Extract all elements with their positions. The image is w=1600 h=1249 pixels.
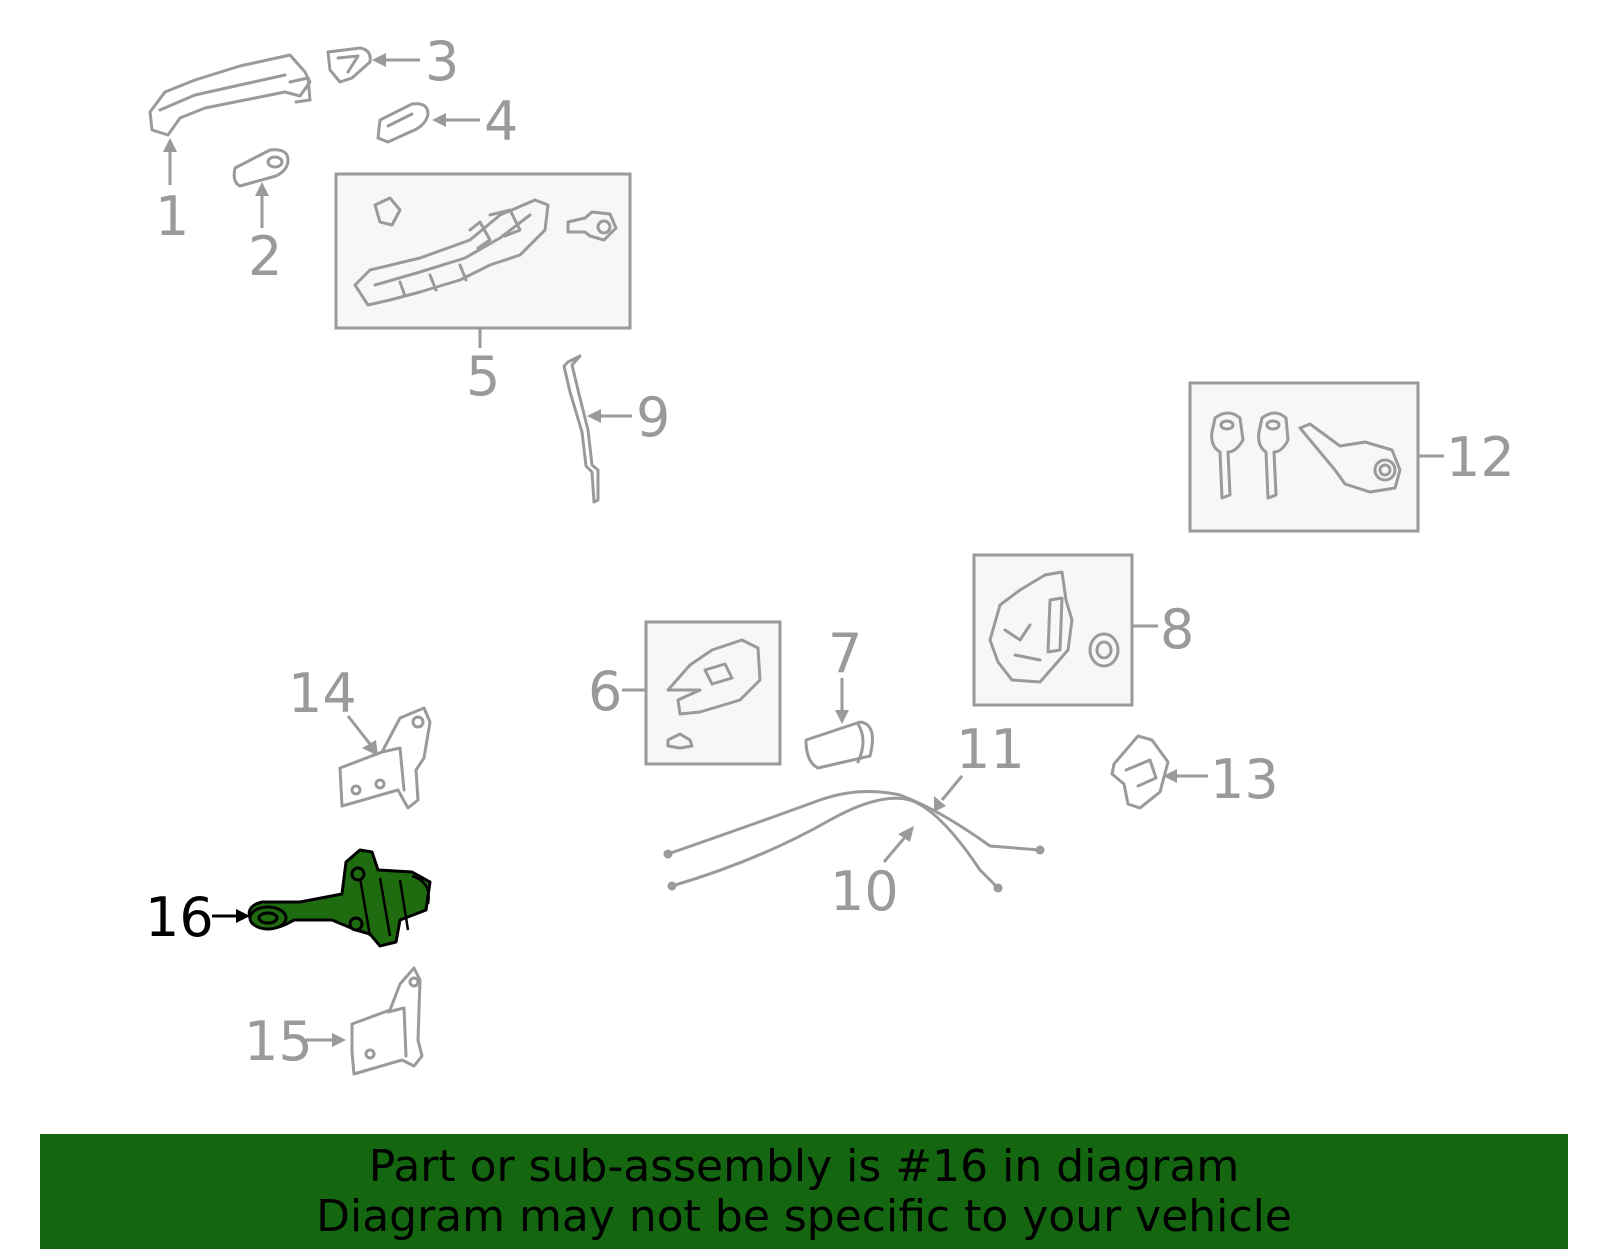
part-9-rod[interactable] bbox=[562, 354, 600, 504]
callout-15[interactable]: 15 bbox=[244, 1010, 313, 1073]
part-10-11-cables[interactable] bbox=[663, 789, 1045, 893]
callout-9[interactable]: 9 bbox=[636, 386, 670, 449]
callout-6[interactable]: 6 bbox=[588, 660, 622, 723]
callout-5[interactable]: 5 bbox=[466, 345, 500, 408]
callout-14[interactable]: 14 bbox=[288, 662, 357, 725]
callout-12[interactable]: 12 bbox=[1446, 426, 1515, 489]
callout-8[interactable]: 8 bbox=[1160, 598, 1194, 661]
part-4-handle-pad[interactable] bbox=[376, 102, 430, 144]
part-5-handle-frame[interactable] bbox=[353, 196, 618, 307]
callout-7[interactable]: 7 bbox=[828, 622, 862, 685]
part-2-cap[interactable] bbox=[232, 148, 290, 188]
part-8-box bbox=[972, 553, 1134, 707]
part-1-outer-handle[interactable] bbox=[148, 53, 312, 137]
part-7-cable-guide[interactable] bbox=[804, 720, 874, 770]
part-14-upper-hinge[interactable] bbox=[338, 706, 432, 810]
callout-13[interactable]: 13 bbox=[1210, 748, 1279, 811]
part-6-inside-handle[interactable] bbox=[666, 638, 762, 750]
callout-2[interactable]: 2 bbox=[248, 225, 282, 288]
part-12-box bbox=[1188, 381, 1420, 533]
part-13-striker[interactable] bbox=[1110, 734, 1170, 810]
callout-11[interactable]: 11 bbox=[956, 718, 1025, 781]
part-16-door-check[interactable] bbox=[247, 848, 432, 948]
part-8-door-lock[interactable] bbox=[988, 570, 1120, 684]
banner-line-2: Diagram may not be specific to your vehi… bbox=[316, 1191, 1292, 1242]
info-banner: Part or sub-assembly is #16 in diagram D… bbox=[40, 1134, 1568, 1249]
callout-1[interactable]: 1 bbox=[155, 185, 189, 248]
part-6-box bbox=[644, 620, 782, 766]
part-5-box bbox=[334, 172, 632, 330]
part-12-key-cylinder-set[interactable] bbox=[1210, 411, 1402, 500]
part-3-cover[interactable] bbox=[326, 46, 372, 84]
part-15-lower-hinge[interactable] bbox=[350, 966, 424, 1076]
banner-line-1: Part or sub-assembly is #16 in diagram bbox=[368, 1141, 1240, 1192]
callout-4[interactable]: 4 bbox=[484, 90, 518, 153]
callout-16[interactable]: 16 bbox=[145, 886, 214, 949]
callout-10[interactable]: 10 bbox=[830, 860, 899, 923]
callout-3[interactable]: 3 bbox=[425, 30, 459, 93]
